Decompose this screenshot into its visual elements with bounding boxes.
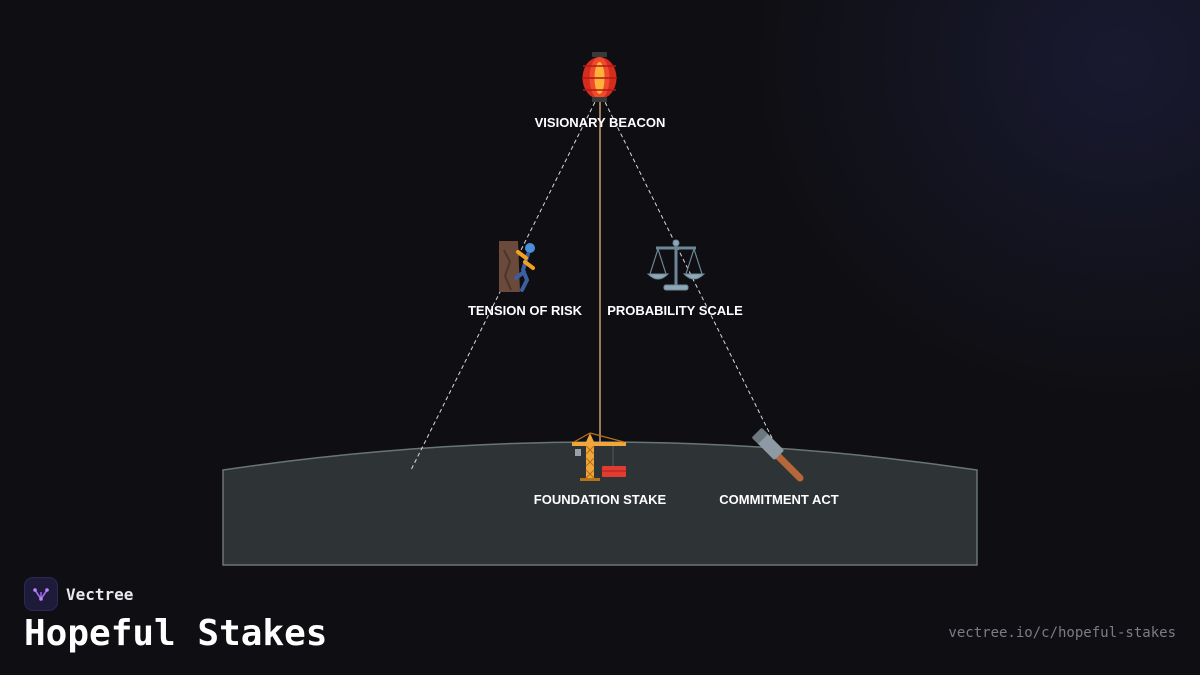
node-label-tension-of-risk: TENSION OF RISK bbox=[468, 303, 583, 318]
vectree-logo-icon bbox=[24, 577, 58, 611]
construction-crane-icon bbox=[572, 432, 626, 481]
node-label-visionary-beacon: VISIONARY BEACON bbox=[535, 115, 666, 130]
dashed-line-right bbox=[601, 95, 777, 447]
page-title: Hopeful Stakes bbox=[24, 613, 328, 654]
balance-scale-icon bbox=[646, 239, 706, 291]
node-label-probability-scale: PROBABILITY SCALE bbox=[607, 303, 743, 318]
ground-platform bbox=[222, 441, 978, 566]
node-label-foundation-stake: FOUNDATION STAKE bbox=[534, 492, 667, 507]
brand: Vectree bbox=[24, 577, 133, 611]
hammer-icon bbox=[752, 428, 804, 482]
lantern-icon bbox=[582, 52, 617, 102]
page-url[interactable]: vectree.io/c/hopeful-stakes bbox=[948, 625, 1176, 641]
brand-name: Vectree bbox=[66, 584, 134, 604]
climber-icon bbox=[499, 241, 535, 292]
node-label-commitment-act: COMMITMENT ACT bbox=[719, 492, 838, 507]
